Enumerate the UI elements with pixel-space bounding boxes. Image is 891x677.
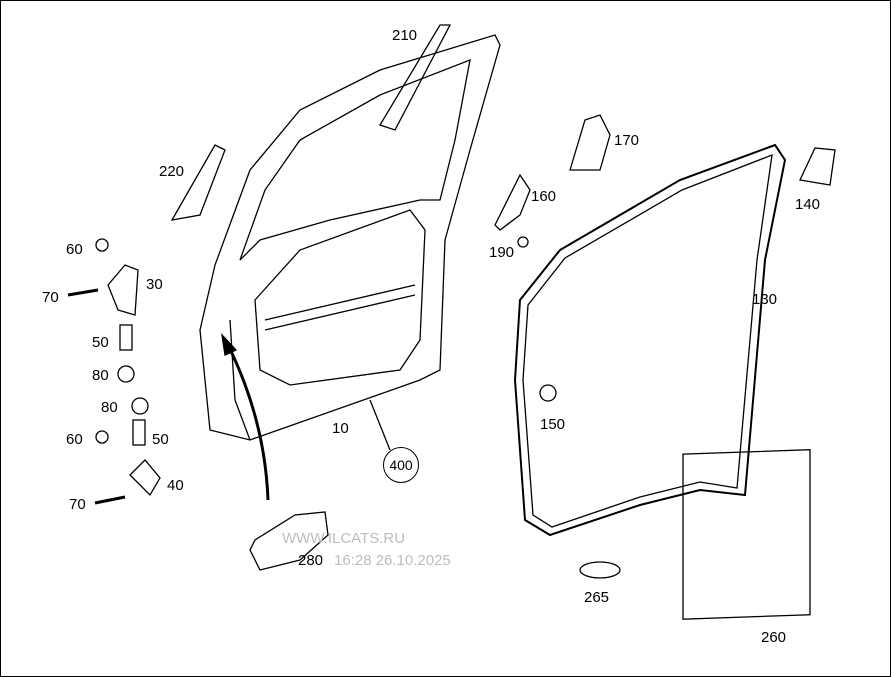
label-130: 130 — [752, 291, 778, 308]
label-10: 10 — [332, 420, 349, 437]
label-220: 220 — [159, 163, 185, 180]
arrow — [226, 344, 270, 501]
cover-280 — [249, 511, 329, 571]
clip-150 — [539, 384, 557, 402]
bracket-170 — [569, 114, 611, 171]
bolt-60b — [95, 430, 109, 444]
label-50a: 50 — [92, 334, 109, 351]
label-170: 170 — [614, 132, 640, 149]
screw-70b — [94, 495, 126, 505]
door-shell-10 — [199, 34, 501, 441]
watermark-line1: WWW.ILCATS.RU — [282, 530, 406, 547]
label-140: 140 — [795, 196, 821, 213]
label-260: 260 — [761, 629, 787, 646]
pin-50b — [132, 419, 146, 446]
label-60b: 60 — [66, 431, 83, 448]
bracket-160 — [494, 173, 531, 231]
label-150: 150 — [540, 416, 566, 433]
label-70a: 70 — [42, 289, 59, 306]
hinge-40 — [129, 459, 161, 497]
sheet-260 — [682, 449, 811, 620]
screw-70a — [67, 288, 99, 297]
label-80a: 80 — [92, 367, 109, 384]
hinge-30 — [107, 264, 139, 316]
label-40: 40 — [167, 477, 184, 494]
label-80b: 80 — [101, 399, 118, 416]
leader-400 — [369, 399, 391, 451]
bolt-190 — [517, 236, 529, 248]
label-70b: 70 — [69, 496, 86, 513]
label-60a: 60 — [66, 241, 83, 258]
door-seal-130 — [513, 143, 787, 537]
arrow-head — [221, 333, 238, 356]
label-160: 160 — [531, 188, 557, 205]
watermark-line2: 16:28 26.10.2025 — [334, 552, 451, 569]
door-seal-inner — [522, 153, 773, 528]
label-210: 210 — [392, 27, 418, 44]
label-280: 280 — [298, 552, 324, 569]
label-30: 30 — [146, 276, 163, 293]
bolt-60a — [95, 238, 109, 252]
nut-80a — [117, 365, 135, 383]
pin-50a — [119, 324, 133, 351]
part-140 — [799, 147, 836, 186]
nut-80b — [131, 397, 149, 415]
label-190: 190 — [489, 244, 515, 261]
label-400: 400 — [383, 447, 419, 483]
window-seal-210 — [379, 24, 452, 131]
plug-265 — [579, 561, 621, 579]
label-265: 265 — [584, 589, 610, 606]
label-50b: 50 — [152, 431, 169, 448]
trim-220 — [170, 144, 226, 221]
